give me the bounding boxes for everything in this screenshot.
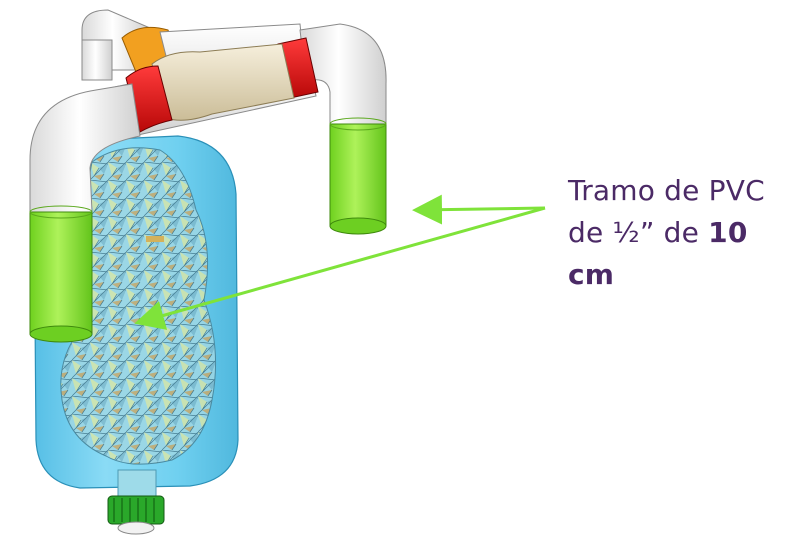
callout-line-2: de ½” de 10 cm: [568, 212, 800, 296]
callout-line-2-prefix: de ½” de: [568, 216, 709, 249]
callout-arrows: [134, 194, 546, 330]
callout-length: 10 cm: [568, 216, 748, 291]
left-green-pvc-section: [29, 205, 93, 343]
left-elbow: [29, 83, 141, 213]
bottle-cap: [107, 495, 165, 535]
arrow-to-right-pipe: [412, 194, 546, 225]
right-green-pvc-section: [329, 117, 387, 235]
beige-coupler: [151, 43, 295, 121]
red-coupling-left: [125, 65, 173, 133]
arrow-to-left-pipe: [134, 206, 546, 330]
callout-label: Tramo de PVC de ½” de 10 cm: [568, 170, 800, 296]
callout-line-1: Tramo de PVC: [568, 174, 765, 207]
